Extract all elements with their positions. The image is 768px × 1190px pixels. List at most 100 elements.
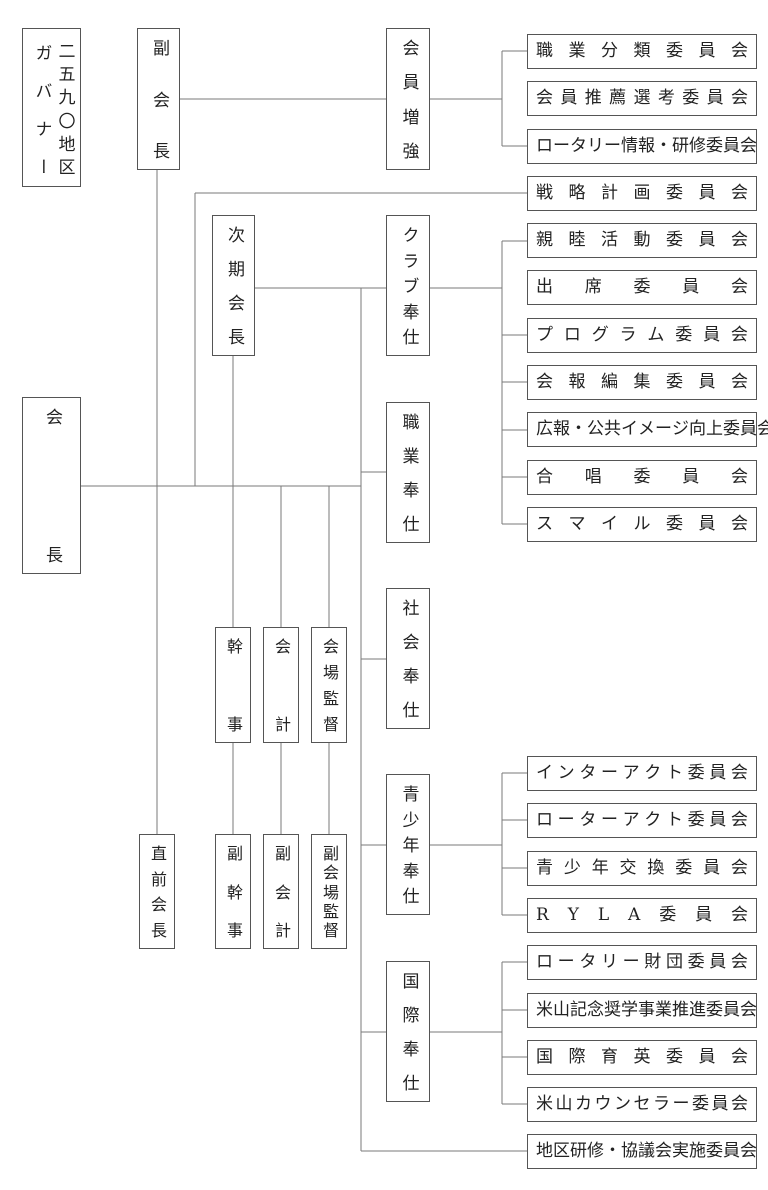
label-char: 考 [657,88,675,108]
label-char: 委 [666,372,683,392]
committee-label: 親睦活動委員会 [536,224,748,257]
committee-box: 親睦活動委員会 [527,223,757,258]
committee-label: 戦略計画委員会 [536,177,748,210]
label-char: 委 [675,858,693,878]
label-char: リ [587,136,604,156]
committee-box: 職業分類委員会 [527,34,757,69]
label-char: 員 [682,467,700,487]
label-char: 薦 [609,88,627,108]
label-char: 副 [149,39,169,56]
label-char: 業 [398,447,419,464]
label-char: 員 [703,325,721,345]
label-char: イ [621,419,638,439]
president-elect-label: 次期会長 [213,226,254,345]
label-char: グ [591,325,609,345]
label-char: ナ [31,120,52,137]
label-char: 会 [730,858,748,878]
vice-treasurer-label: 副会計 [264,845,298,938]
label-char: 副 [224,845,243,861]
label-char: ン [557,763,575,783]
label-char: 員 [698,372,716,392]
vice-sergeant-at-arms-label: 副会場監督 [312,845,346,938]
label-char: 委 [666,1047,683,1067]
label-char: 九 [54,88,75,106]
label-char: 会 [320,638,339,654]
label-char: ー [672,1094,690,1114]
label-char: 員 [723,1000,740,1020]
label-char: 事 [638,1000,655,1020]
committee-label: ロータリー情報・研修委員会 [536,130,757,163]
committee-label: 職業分類委員会 [536,35,748,68]
label-char: ー [557,810,575,830]
label-char: カ [575,1094,592,1114]
label-char: 修 [689,136,706,156]
label-char: 報 [553,419,570,439]
label-char: 次 [224,226,244,243]
label-char: ク [644,763,662,783]
label-char: 選 [633,88,651,108]
immediate-past-president-label: 直前会長 [140,845,174,938]
avenue-label: 職業奉仕 [387,413,429,532]
label-char: イ [601,514,618,534]
immediate-past-president-box: 直前会長 [139,834,175,949]
label-char: 長 [149,142,169,159]
vice-president-label: 副会長 [138,39,179,159]
committee-label: インターアクト委員会 [536,757,748,790]
label-char: 山 [553,1000,570,1020]
label-char: 副 [320,845,339,861]
label-char: 会 [731,88,748,108]
label-char: 会 [731,183,748,203]
label-char: 委 [675,325,693,345]
label-char: L [597,905,610,925]
label-char: タ [570,136,587,156]
label-char: 年 [398,836,419,853]
label-char: ス [536,514,553,534]
label-char: 員 [698,183,716,203]
label-char: 米 [536,1094,553,1114]
label-char: 直 [148,845,167,861]
label-char: ジ [672,419,689,439]
label-char: 員 [698,230,716,250]
label-char: 副 [272,845,291,861]
label-char: 員 [698,514,716,534]
label-char: 監 [320,902,339,919]
label-char: 記 [570,1000,587,1020]
label-char: 事 [224,716,243,732]
committee-box: ローターアクト委員会 [527,803,757,838]
label-char: 委 [633,277,651,297]
label-char: 会 [757,419,768,439]
avenue-club-service-box: クラブ奉仕 [386,215,430,356]
label-char: 員 [706,88,724,108]
label-char: 会 [731,467,748,487]
label-char: ・ [655,136,672,156]
label-char: 会 [224,294,244,311]
avenue-label: クラブ奉仕 [387,226,429,345]
label-char: 委 [687,763,705,783]
label-char: ロ [536,810,553,830]
label-char: Y [567,905,579,925]
label-char: 会 [536,88,553,108]
label-char: 唱 [584,467,602,487]
label-char: 事 [224,922,243,938]
label-char: 幹 [224,638,243,654]
committee-label: ロータリー財団委員会 [536,946,748,979]
secretary-box: 幹事 [215,627,251,743]
label-char: 念 [587,1000,604,1020]
label-char: 実 [672,1141,689,1161]
label-char: 会 [730,763,748,783]
vice-secretary-box: 副幹事 [215,834,251,949]
label-char: 強 [398,141,419,159]
label-char: 委 [706,1141,723,1161]
label-char: ー [557,952,575,972]
treasurer-box: 会計 [263,627,299,743]
label-char: 委 [682,88,700,108]
label-char: 職 [398,413,419,430]
label-char: 動 [633,230,651,250]
label-char: 画 [633,183,651,203]
label-char: 英 [633,1047,651,1067]
label-char: 員 [703,858,721,878]
label-char: 場 [320,664,339,680]
